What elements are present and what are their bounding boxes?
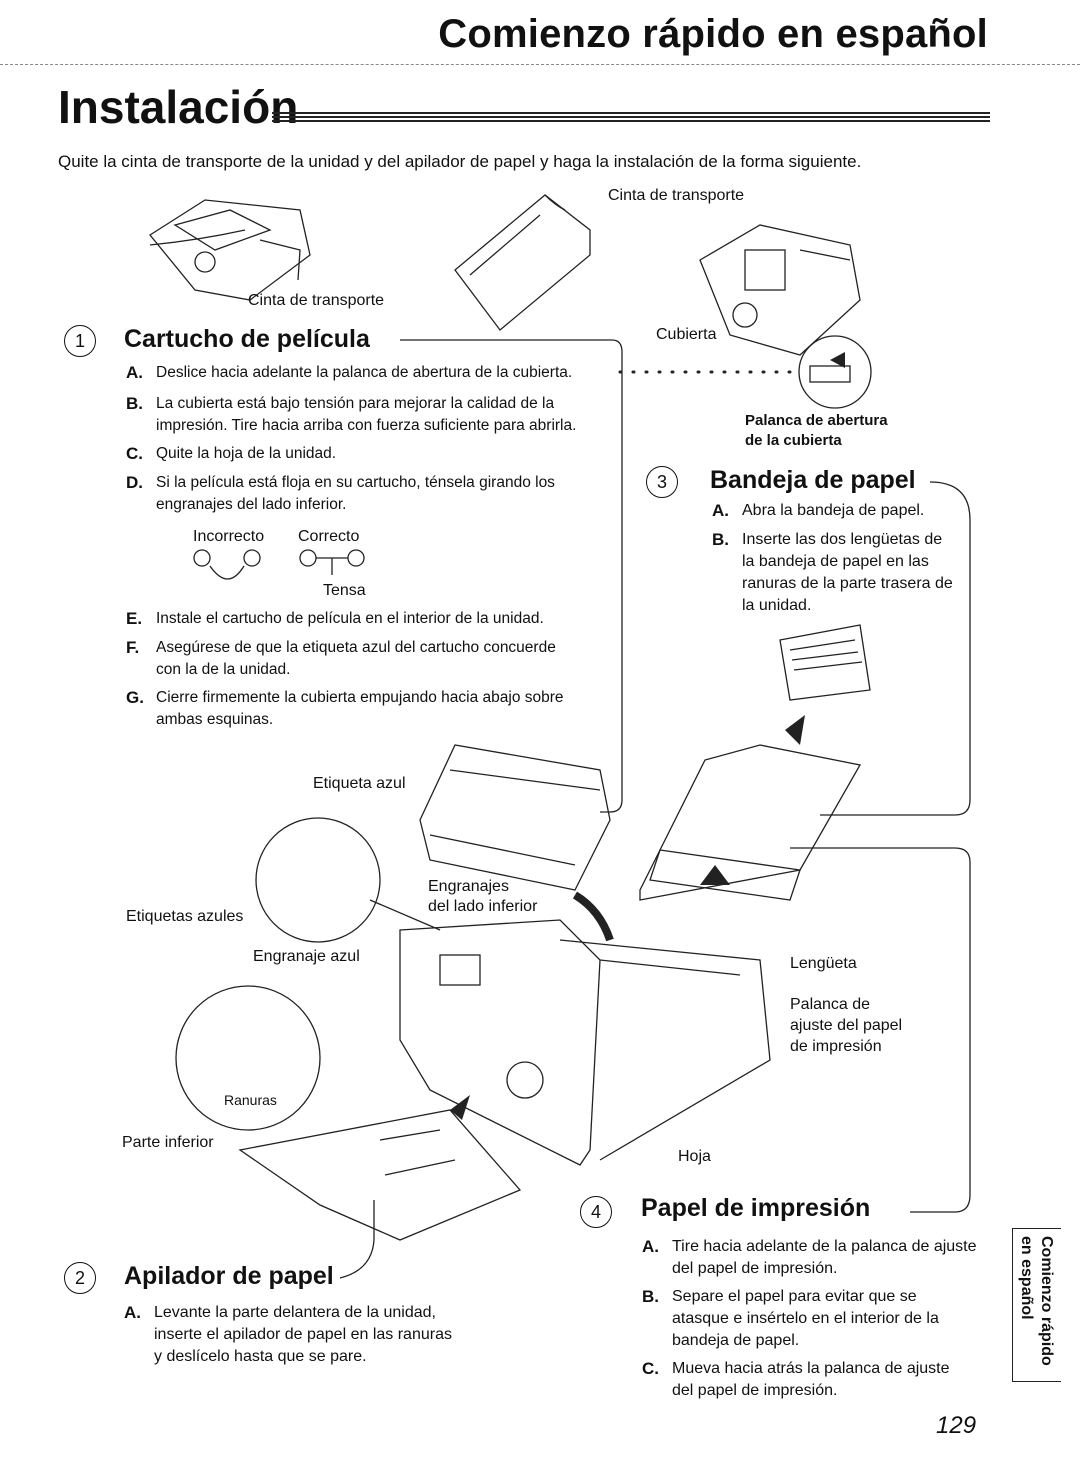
- label-cinta-top: Cinta de transporte: [608, 187, 745, 204]
- label-etiquetas-azules: Etiquetas azules: [126, 908, 244, 925]
- label-etiqueta-azul: Etiqueta azul: [313, 775, 406, 792]
- header-title: Comienzo rápido en español: [438, 12, 988, 56]
- section-cartucho-list: A.Deslice hacia adelante la palanca de a…: [126, 362, 616, 516]
- section-apilador-list: A.Levante la parte delantera de la unida…: [124, 1302, 464, 1368]
- label-hoja: Hoja: [678, 1148, 711, 1165]
- side-tab: [1012, 1228, 1061, 1382]
- fax-unit-illustration: [399, 891, 771, 1166]
- label-engranaje-azul: Engranaje azul: [253, 948, 360, 965]
- list-item: A.Levante la parte delantera de la unida…: [124, 1303, 452, 1365]
- list-item: D.Si la película está floja en su cartuc…: [126, 473, 555, 513]
- section-cartucho-list-2: E.Instale el cartucho de película en el …: [126, 608, 616, 731]
- page-number: 129: [936, 1412, 977, 1439]
- section-title: Instalación: [58, 81, 299, 133]
- step-number-3: 3: [646, 466, 678, 498]
- label-engranajes: Engranajes: [428, 878, 509, 895]
- paper-tray-illustration: [639, 744, 862, 901]
- section-papel-list: A.Tire hacia adelante de la palanca de a…: [642, 1236, 987, 1402]
- label-cinta-left: Cinta de transporte: [248, 292, 385, 309]
- list-item: B.Separe el papel para evitar que se ata…: [642, 1287, 939, 1349]
- section-apilador-title: Apilador de papel: [124, 1262, 334, 1290]
- label-cubierta: Cubierta: [656, 326, 717, 343]
- header-divider: [0, 64, 1080, 66]
- section-bandeja-title: Bandeja de papel: [710, 466, 916, 494]
- label-correcto: Correcto: [298, 528, 360, 545]
- label-palanca-abertura: Palanca de abertura: [745, 412, 888, 429]
- label-parte-inferior: Parte inferior: [122, 1134, 214, 1151]
- label-engranajes-2: del lado inferior: [428, 898, 538, 915]
- label-palanca-abertura-2: de la cubierta: [745, 432, 842, 449]
- list-item: A.Deslice hacia adelante la palanca de a…: [126, 363, 573, 382]
- intro-text: Quite la cinta de transporte de la unida…: [58, 152, 862, 171]
- list-item: C.Quite la hoja de la unidad.: [126, 444, 337, 463]
- list-item: G.Cierre firmemente la cubierta empujand…: [126, 688, 564, 728]
- label-lengueta: Lengüeta: [790, 955, 857, 972]
- list-item: B.La cubierta está bajo tensión para mej…: [126, 394, 577, 434]
- label-palanca-ajuste-2: ajuste del papel: [790, 1017, 903, 1034]
- list-item: A.Abra la bandeja de papel.: [712, 501, 925, 520]
- title-rules: [272, 112, 990, 126]
- side-tab-text: Comienzo rápido en español: [1018, 1236, 1055, 1366]
- list-item: F.Asegúrese de que la etiqueta azul del …: [126, 638, 556, 678]
- film-cartridge-illustration: [419, 744, 611, 891]
- step-number-4: 4: [580, 1196, 612, 1228]
- section-cartucho-title: Cartucho de película: [124, 325, 370, 353]
- zoom-circle-slots: [175, 985, 321, 1131]
- fax-tape-illustration: [149, 199, 311, 301]
- list-item: E.Instale el cartucho de película en el …: [126, 609, 544, 628]
- label-tensa: Tensa: [323, 582, 366, 599]
- label-ranuras: Ranuras: [224, 1092, 277, 1108]
- paper-stacker-illustration: [238, 1095, 522, 1241]
- label-palanca-ajuste-3: de impresión: [790, 1038, 882, 1055]
- list-item: C.Mueva hacia atrás la palanca de ajuste…: [642, 1359, 950, 1399]
- zoom-circle-labels: [255, 817, 381, 943]
- step-number-1: 1: [64, 325, 96, 357]
- step-number-2: 2: [64, 1262, 96, 1294]
- section-papel-title: Papel de impresión: [641, 1194, 871, 1222]
- list-item: B.Inserte las dos lengüetas de la bandej…: [712, 530, 953, 614]
- paper-stack-illustration: [779, 624, 871, 745]
- gear-correctness-illustration: [193, 549, 365, 580]
- stacker-tape-illustration: [454, 194, 591, 331]
- label-palanca-ajuste-1: Palanca de: [790, 996, 871, 1013]
- section-bandeja-list: A.Abra la bandeja de papel. B.Inserte la…: [712, 500, 962, 617]
- label-incorrecto: Incorrecto: [193, 528, 265, 545]
- list-item: A.Tire hacia adelante de la palanca de a…: [642, 1237, 977, 1277]
- fax-cover-illustration: [699, 224, 872, 409]
